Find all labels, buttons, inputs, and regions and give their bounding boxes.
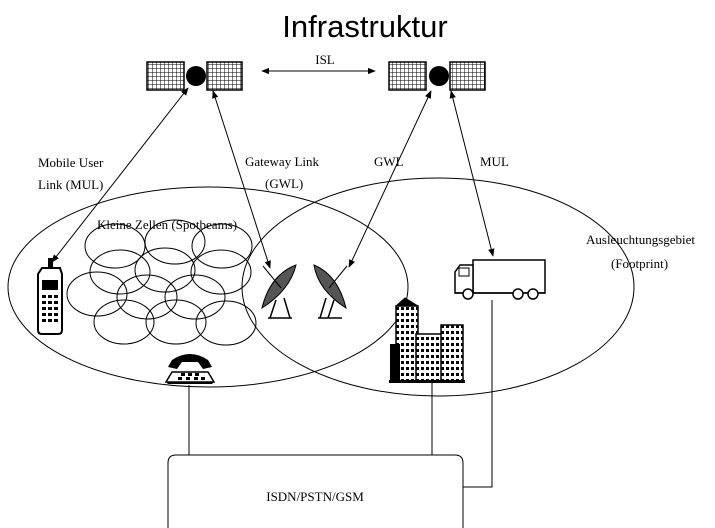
mul-right-link xyxy=(449,90,495,257)
telephone-icon xyxy=(164,354,216,384)
truck-icon xyxy=(454,259,546,300)
gwl-left-link xyxy=(212,90,271,269)
gateway-label-2: (GWL) xyxy=(265,176,303,191)
footprint-label-2: (Footprint) xyxy=(611,256,668,271)
building-icon xyxy=(389,297,465,383)
network-box xyxy=(167,454,464,528)
mul-left-label-2: Link (MUL) xyxy=(38,177,103,192)
gwl-right-link xyxy=(348,90,432,268)
small-cells-label: Kleine Zellen (Spotbeams) xyxy=(97,217,237,232)
footprint-left xyxy=(7,186,409,388)
mobile-phone-icon xyxy=(37,258,63,335)
isl-label: ISL xyxy=(315,52,335,67)
network-label: ISDN/PSTN/GSM xyxy=(266,489,364,504)
mul-left-link xyxy=(51,87,189,263)
spotbeam-cells xyxy=(66,219,257,346)
gwl-right-label: GWL xyxy=(374,154,404,169)
mul-left-label: Mobile User xyxy=(38,155,104,170)
mul-right-label: MUL xyxy=(480,154,509,169)
antenna-dish-icon xyxy=(261,264,297,319)
gateway-label: Gateway Link xyxy=(245,154,320,169)
footprint-right xyxy=(241,177,635,397)
satellite-icon xyxy=(146,61,243,91)
antenna-dish-icon xyxy=(313,264,348,319)
truck-network-line xyxy=(463,300,493,488)
footprint-label: Ausleuchtungsgebiet xyxy=(586,232,695,247)
satellite-icon xyxy=(388,61,486,91)
page-title: Infrastruktur xyxy=(282,9,447,44)
